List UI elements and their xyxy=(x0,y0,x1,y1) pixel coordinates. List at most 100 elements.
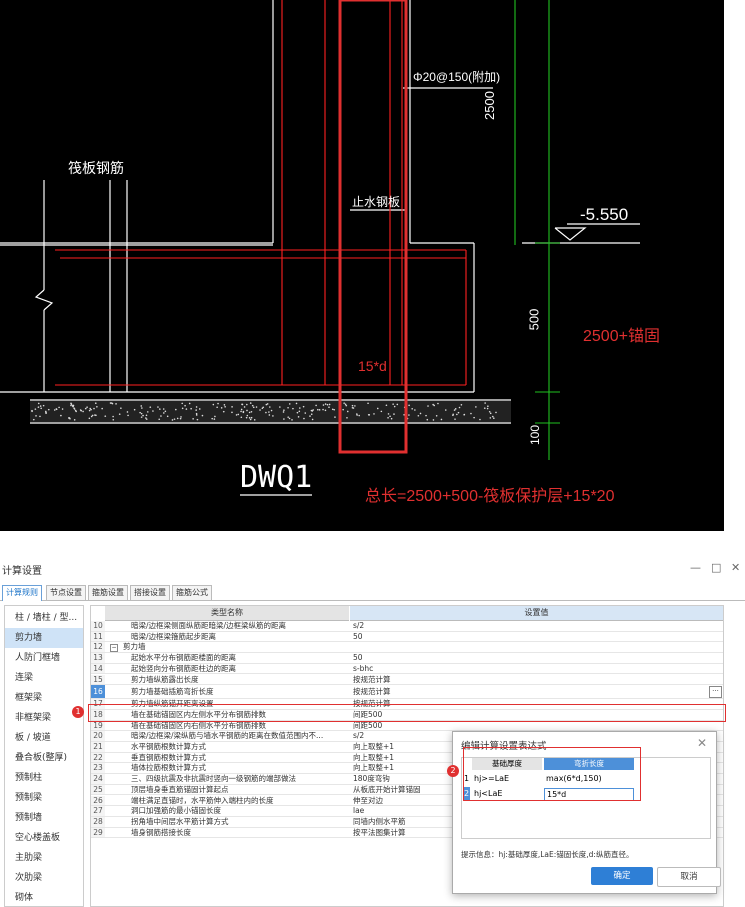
gravel-dot xyxy=(331,408,334,411)
ellipsis-button[interactable]: ··· xyxy=(709,686,722,699)
tab-stirrup-settings[interactable]: 箍筋设置 xyxy=(88,585,128,600)
gravel-dot xyxy=(324,403,327,405)
sidebar-item-masonry[interactable]: 砌体 xyxy=(15,893,34,903)
row-value[interactable]: s/2 xyxy=(353,621,365,630)
sidebar-item-column[interactable]: 柱 / 墙柱 / 型... xyxy=(15,613,78,623)
gravel-dot xyxy=(94,402,97,405)
collapse-icon[interactable]: − xyxy=(110,644,118,653)
sidebar-item-precast-wall[interactable]: 预制墙 xyxy=(15,813,43,823)
row-value[interactable]: 向上取整+1 xyxy=(353,763,395,773)
row-value[interactable]: 180度弯钩 xyxy=(353,774,390,784)
gravel-dot xyxy=(252,406,255,409)
gravel-dot xyxy=(440,418,443,421)
confirm-button[interactable]: 确定 xyxy=(591,867,653,885)
gravel-dot xyxy=(457,411,460,414)
row-value[interactable]: 50 xyxy=(353,631,363,641)
gravel-dot xyxy=(454,408,457,410)
gravel-dot xyxy=(326,403,329,406)
gravel-dot xyxy=(367,402,369,405)
cancel-button[interactable]: 取消 xyxy=(657,867,721,887)
tab-lap-settings[interactable]: 搭接设置 xyxy=(130,585,170,600)
row-value[interactable]: 向上取整+1 xyxy=(353,752,395,762)
dimension-500-label: 500 xyxy=(526,308,542,331)
row-value[interactable]: 间距500 xyxy=(353,720,383,730)
minimize-button[interactable]: — xyxy=(690,561,701,574)
sidebar-item-precast-beam[interactable]: 预制梁 xyxy=(15,793,43,803)
gravel-dot xyxy=(163,412,165,414)
sidebar-item-shear-wall[interactable]: 剪力墙 xyxy=(5,628,83,648)
gravel-dot xyxy=(145,414,148,417)
sidebar-item-coupling-beam[interactable]: 连梁 xyxy=(15,673,34,683)
row-number: 16 xyxy=(91,685,105,699)
row-name: 暗梁/边框梁/梁纵筋与墙水平钢筋的距离在数值范围内不... xyxy=(131,731,324,741)
sidebar-item-non-frame-beam[interactable]: 非框架梁 xyxy=(15,713,52,723)
popup-close-icon[interactable]: ✕ xyxy=(696,736,707,750)
value-cell[interactable]: max(6*d,150) xyxy=(546,774,602,783)
gravel-dot xyxy=(287,416,289,418)
row-value[interactable]: lae xyxy=(353,806,365,816)
row-value[interactable]: 伸至对边 xyxy=(353,795,383,805)
sidebar-item-secondary-rib-beam[interactable]: 次肋梁 xyxy=(15,873,43,883)
gravel-dot xyxy=(322,408,324,411)
row-value[interactable]: 按平法图集计算 xyxy=(353,827,406,837)
close-button[interactable]: ✕ xyxy=(731,561,741,574)
table-group-row[interactable]: 12−剪力墙 xyxy=(91,642,723,654)
row-value[interactable]: 间距500 xyxy=(353,709,383,719)
sidebar-item-slab-ramp[interactable]: 板 / 坡道 xyxy=(15,733,51,743)
gravel-dot xyxy=(315,404,317,407)
expression-row[interactable]: 1 hj>=LaE max(6*d,150) xyxy=(462,772,710,786)
row-value[interactable]: 从板底开始计算锚固 xyxy=(353,784,421,794)
row-number: 15 xyxy=(91,674,105,685)
row-value[interactable]: 按规范计算 xyxy=(353,687,391,697)
elevation-label: -5.550 xyxy=(580,205,629,224)
tab-node-settings[interactable]: 节点设置 xyxy=(46,585,86,600)
row-value[interactable]: s/2 xyxy=(353,731,365,741)
gravel-dot xyxy=(248,411,251,414)
row-value[interactable]: 向上取整+1 xyxy=(353,742,395,751)
sidebar-item-precast-column[interactable]: 预制柱 xyxy=(15,773,43,783)
gravel-dot xyxy=(240,410,242,413)
sidebar-item-hollow-floor[interactable]: 空心楼盖板 xyxy=(15,833,61,843)
maximize-button[interactable]: □ xyxy=(711,561,722,574)
gravel-dot xyxy=(195,412,198,415)
row-value[interactable]: 按规范计算 xyxy=(353,699,391,709)
row-name: 剪力墙纵筋锚开距离设置 xyxy=(131,699,214,709)
expression-table: 基础厚度 弯折长度 1 hj>=LaE max(6*d,150) 2 hj<La… xyxy=(461,757,711,839)
gravel-dot xyxy=(295,402,298,405)
sidebar-item-main-rib-beam[interactable]: 主肋梁 xyxy=(15,853,43,863)
condition-cell[interactable]: hj<LaE xyxy=(474,789,503,798)
gravel-dot xyxy=(419,412,422,415)
row-value[interactable]: s-bhc xyxy=(353,663,374,673)
sidebar-item-frame-beam[interactable]: 框架梁 xyxy=(15,693,43,703)
grid-header-value: 设置值 xyxy=(350,606,723,621)
tab-stirrup-formula[interactable]: 箍筋公式 xyxy=(172,585,212,600)
gravel-dot xyxy=(158,418,161,421)
sidebar-item-civil-defense-door-wall[interactable]: 人防门框墙 xyxy=(15,653,61,663)
row-value[interactable]: 50 xyxy=(353,653,363,663)
popup-title: 编辑计算设置表达式 xyxy=(461,741,547,752)
condition-cell[interactable]: hj>=LaE xyxy=(474,774,510,783)
row-number: 12 xyxy=(91,642,105,653)
sidebar-item-composite-slab[interactable]: 叠合板(整厚) xyxy=(15,753,68,763)
row-value[interactable]: 按规范计算 xyxy=(353,674,391,684)
row-value[interactable]: 同墙内侧水平筋 xyxy=(353,816,406,826)
tab-calculation-rules[interactable]: 计算规则 xyxy=(2,585,42,601)
